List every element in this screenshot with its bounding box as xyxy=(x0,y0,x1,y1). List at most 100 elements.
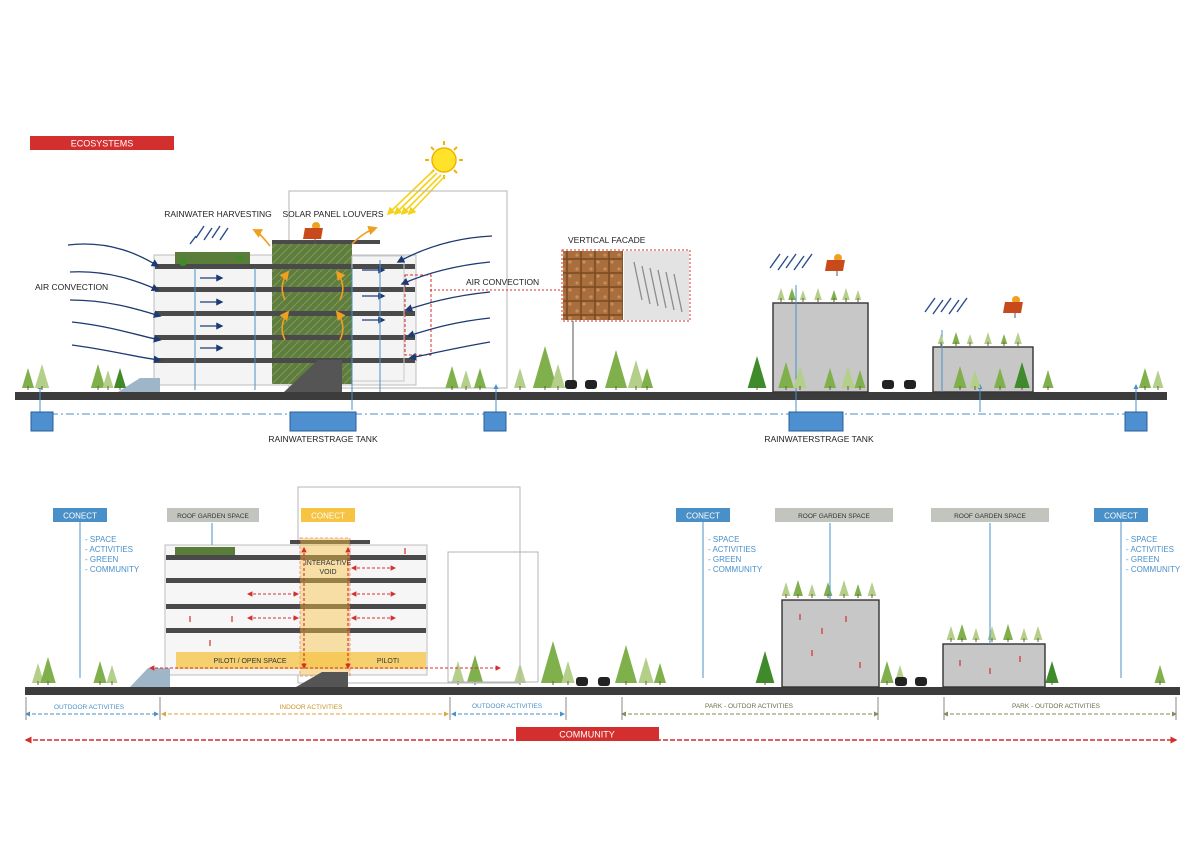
tree-icon xyxy=(1014,362,1030,388)
vent-arrows xyxy=(252,225,378,341)
tree-icon xyxy=(777,288,785,300)
piloti-label: PILOTI xyxy=(377,658,399,665)
svg-text:- COMMUNITY: - COMMUNITY xyxy=(85,565,140,574)
tree-icon xyxy=(1045,661,1059,683)
svg-text:ROOF GARDEN SPACE: ROOF GARDEN SPACE xyxy=(954,513,1026,520)
roof-garden-badge-2: ROOF GARDEN SPACE xyxy=(775,508,893,522)
ground-line-top xyxy=(15,392,1167,400)
tree-icon xyxy=(987,626,997,640)
tree-icon xyxy=(473,368,487,388)
svg-text:- COMMUNITY: - COMMUNITY xyxy=(708,565,763,574)
tree-icon xyxy=(854,370,866,388)
tree-icon xyxy=(946,626,956,640)
svg-text:- GREEN: - GREEN xyxy=(1126,555,1160,564)
tree-icon xyxy=(540,641,566,683)
zone-tick-marks xyxy=(25,697,1177,720)
tree-icon xyxy=(627,360,645,388)
tree-icon xyxy=(839,580,849,596)
top-section: ECOSYSTEMS xyxy=(15,136,1167,444)
car-icon xyxy=(565,380,916,389)
tree-icon xyxy=(993,368,1007,388)
tree-icon xyxy=(93,661,107,683)
rainwater-tank-label-right: RAINWATERSTRAGE TANK xyxy=(764,434,874,444)
tree-icon xyxy=(841,366,855,388)
tree-icon xyxy=(823,368,837,388)
svg-text:- GREEN: - GREEN xyxy=(85,555,119,564)
tree-icon xyxy=(466,655,484,683)
air-convection-arrows-right xyxy=(396,235,493,361)
tree-icon xyxy=(445,366,459,388)
rainwater-tanks-top xyxy=(30,411,1148,432)
tree-icon xyxy=(605,350,627,388)
tree-icon xyxy=(31,663,45,683)
car-icon xyxy=(576,677,927,686)
solar-panel-icon xyxy=(1003,296,1023,318)
connect-list-1: - SPACE - ACTIVITIES - GREEN - COMMUNITY xyxy=(85,535,140,574)
grey-building-2-bottom xyxy=(942,643,1046,688)
tree-icon xyxy=(788,288,796,300)
tree-icon xyxy=(799,290,807,300)
tree-icon xyxy=(1042,370,1054,388)
zone-outdoor-mid: OUTDOOR ACTIVITIES xyxy=(472,703,543,710)
zone-park-1: PARK - OUTDOR ACTIVITIES xyxy=(705,703,794,710)
tree-icon xyxy=(1000,334,1008,344)
sun-icon xyxy=(425,141,463,179)
air-convection-arrows-left xyxy=(67,243,162,364)
tree-icon xyxy=(550,364,566,388)
svg-text:- GREEN: - GREEN xyxy=(708,555,742,564)
roof-garden-badge-3: ROOF GARDEN SPACE xyxy=(931,508,1049,522)
water-pipes-top xyxy=(37,260,1139,415)
tree-icon xyxy=(40,657,56,683)
tree-icon xyxy=(106,665,118,683)
tree-icon xyxy=(972,628,980,640)
connect-badge-2: CONECT xyxy=(301,508,355,522)
svg-text:ROOF GARDEN SPACE: ROOF GARDEN SPACE xyxy=(177,513,249,520)
vertical-facade-label: VERTICAL FACADE xyxy=(568,235,646,245)
tree-icon xyxy=(823,582,833,596)
main-building-section-top xyxy=(118,240,432,392)
svg-text:- SPACE: - SPACE xyxy=(85,535,116,544)
tree-icon xyxy=(1152,370,1164,388)
interactive-void-label-2: VOID xyxy=(319,569,336,576)
svg-text:- SPACE: - SPACE xyxy=(1126,535,1157,544)
main-building-section-bottom: INTERACTIVE VOID PILOTI / OPEN SPACE PIL… xyxy=(130,537,428,687)
tree-icon xyxy=(615,645,637,683)
tree-icon xyxy=(561,661,575,683)
svg-text:CONECT: CONECT xyxy=(686,512,720,521)
roof-garden-badge-1: ROOF GARDEN SPACE xyxy=(167,508,259,522)
tree-icon xyxy=(653,663,667,683)
tree-icon xyxy=(984,332,992,344)
tree-icon xyxy=(451,661,465,683)
rain-icon xyxy=(769,253,813,271)
zone-outdoor-left: OUTDOOR ACTIVITIES xyxy=(54,704,125,711)
tree-icon xyxy=(1020,628,1028,640)
grey-building-1-bottom xyxy=(781,599,880,688)
zone-indoor: INDOOR ACTIVITIES xyxy=(280,704,344,711)
tree-icon xyxy=(966,334,974,344)
tree-icon xyxy=(969,370,981,388)
svg-text:- ACTIVITIES: - ACTIVITIES xyxy=(708,545,756,554)
tree-icon xyxy=(113,368,127,388)
svg-text:CONECT: CONECT xyxy=(311,512,345,521)
tree-icon xyxy=(102,370,114,388)
ground-line-bottom xyxy=(25,687,1180,695)
tree-icon xyxy=(808,584,816,596)
tree-icon xyxy=(793,366,807,388)
interactive-void-label-1: INTERACTIVE xyxy=(305,560,352,567)
bottom-section: INTERACTIVE VOID PILOTI / OPEN SPACE PIL… xyxy=(24,486,1181,744)
connect-leader-lines xyxy=(79,522,1122,678)
vertical-facade-detail: VERTICAL FACADE xyxy=(430,235,691,385)
tree-icon xyxy=(867,582,877,596)
rainwater-tank-label-left: RAINWATERSTRAGE TANK xyxy=(268,434,378,444)
connect-badge-1: CONECT xyxy=(53,508,107,522)
tree-icon xyxy=(1154,665,1166,683)
tree-icon xyxy=(842,288,850,300)
tree-icon xyxy=(1003,624,1013,640)
tree-icon xyxy=(640,368,654,388)
svg-text:CONECT: CONECT xyxy=(63,512,97,521)
tree-icon xyxy=(937,334,945,344)
tree-icon xyxy=(1138,368,1152,388)
outline-frame-mid xyxy=(447,551,539,683)
solar-panel-icon xyxy=(303,222,323,244)
connect-list-3: - SPACE - ACTIVITIES - GREEN - COMMUNITY xyxy=(1126,535,1181,574)
